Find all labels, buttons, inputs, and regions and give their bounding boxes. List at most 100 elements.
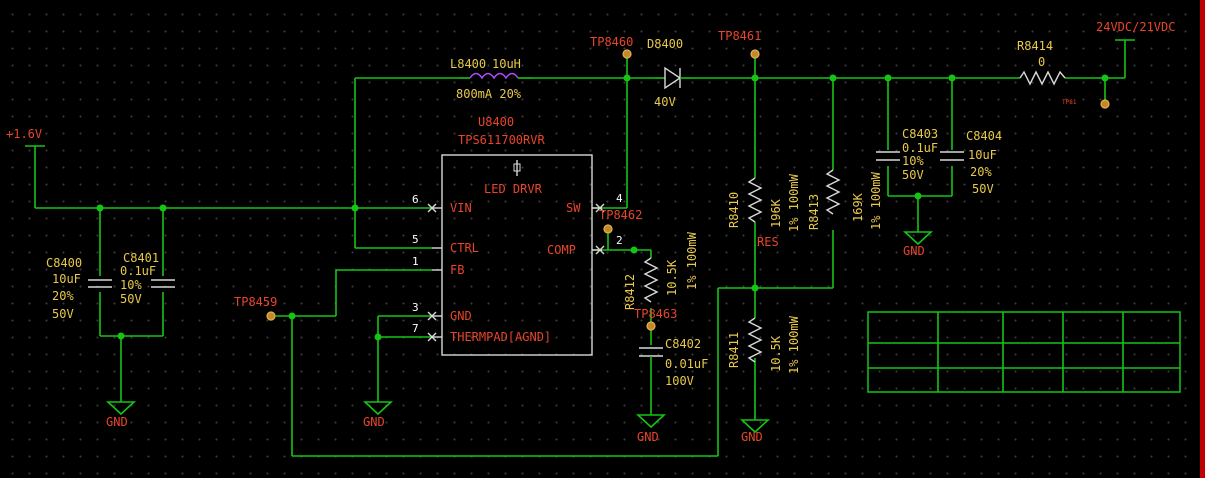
r8410-note: RES [757,235,779,249]
pin-num-fb: 1 [412,255,419,268]
pin-num-sw: 4 [616,192,623,205]
c8403-ref: C8403 [902,127,938,141]
r8414-value: 0 [1038,55,1045,69]
c8403-value: 0.1uF [902,141,938,155]
pin-name-thermpad: THERMPAD[AGND] [450,330,551,344]
c8402-voltage: 100V [665,374,694,388]
gnd-label-4: GND [741,430,763,444]
junctions [96,74,1109,341]
c8403-voltage: 50V [902,168,924,182]
pin-name-vin: VIN [450,201,472,215]
capacitor-c8400[interactable]: C8400 10uF 20% 50V [46,256,112,321]
pin-num-thermpad: 7 [412,322,419,335]
resistor-r8413[interactable]: R8413 169K 1% 100mW [807,169,883,230]
diode-voltage: 40V [654,95,676,109]
diode-d8400[interactable]: D8400 40V [647,37,690,109]
inductor-value: 10uH [492,57,521,71]
r8413-value: 169K [851,192,865,222]
testpoint-tp81[interactable]: TP81 [1062,99,1110,109]
pin-name-sw: SW [566,201,581,215]
r8414-ref: R8414 [1017,39,1053,53]
ic-part-number: TPS611700RVR [458,133,545,147]
vout-power-symbol: 24VDC/21VDC [1096,20,1175,41]
r8410-value: 196K [769,198,783,228]
r8411-ref: R8411 [727,332,741,368]
resistor-r8410[interactable]: R8410 196K 1% 100mW RES [727,173,801,249]
resistor-r8411[interactable]: R8411 10.5K 1% 100mW [727,315,801,374]
title-block-table [867,311,1181,393]
window-edge [1200,0,1205,478]
wires [35,40,1126,457]
diode-ref: D8400 [647,37,683,51]
pin-num-comp: 2 [616,234,623,247]
r8412-value: 10.5K [665,259,679,296]
c8401-ref: C8401 [123,251,159,265]
gnd-symbol-5: GND [902,231,934,258]
gnd-symbol-4: GND [739,419,771,444]
r8412-ref: R8412 [623,274,637,310]
inductor-rating: 800mA 20% [456,87,522,101]
r8411-spec: 1% 100mW [787,315,801,374]
testpoint-tp8459[interactable]: TP8459 [234,295,292,321]
testpoint-tp8461[interactable]: TP8461 [718,29,761,59]
pin-name-comp: COMP [547,243,576,257]
c8403-tolerance: 10% [902,154,924,168]
gnd-label-2: GND [363,415,385,429]
ic-function-label: LED DRVR [484,182,543,196]
pin-name-ctrl: CTRL [450,241,479,255]
capacitor-c8401[interactable]: C8401 0.1uF 10% 50V [120,251,175,306]
r8410-ref: R8410 [727,192,741,228]
tp8459-label: TP8459 [234,295,277,309]
gnd-label-1: GND [106,415,128,429]
resistor-r8414[interactable]: R8414 0 [1017,39,1066,86]
pin-num-gnd: 3 [412,301,419,314]
capacitor-c8404[interactable]: C8404 10uF 20% 50V [940,129,1002,196]
c8401-voltage: 50V [120,292,142,306]
c8400-ref: C8400 [46,256,82,270]
testpoint-tp8462[interactable]: TP8462 [599,208,642,250]
ic-u8400[interactable]: U8400 TPS611700RVR LED DRVR 6 5 1 3 7 4 … [412,115,623,356]
r8410-spec: 1% 100mW [787,173,801,232]
c8401-tolerance: 10% [120,278,142,292]
c8400-voltage: 50V [52,307,74,321]
c8400-tolerance: 20% [52,289,74,303]
vout-net-label: 24VDC/21VDC [1096,20,1175,34]
gnd-symbol-1: GND [105,401,137,429]
r8411-value: 10.5K [769,335,783,372]
pin-name-gnd: GND [450,309,472,323]
testpoint-tp8460[interactable]: TP8460 [590,35,633,59]
r8413-spec: 1% 100mW [869,171,883,230]
r8412-spec: 1% 100mW [685,231,699,290]
tp8461-label: TP8461 [718,29,761,43]
c8400-value: 10uF [52,272,81,286]
pin-num-ctrl: 5 [412,233,419,246]
c8401-value: 0.1uF [120,264,156,278]
c8404-voltage: 50V [972,182,994,196]
inductor-ref: L8400 [450,57,486,71]
tp8463-label: TP8463 [634,307,677,321]
inductor-l8400[interactable]: L8400 10uH 800mA 20% [450,57,532,101]
gnd-symbol-3: GND [635,414,667,444]
c8404-value: 10uF [968,148,997,162]
tp81-label: TP81 [1062,99,1077,106]
gnd-symbol-2: GND [362,401,394,429]
capacitor-c8403[interactable]: C8403 0.1uF 10% 50V [876,127,938,182]
testpoint-tp8463[interactable]: TP8463 [634,307,677,331]
capacitor-c8402[interactable]: C8402 0.01uF 100V [639,337,708,388]
ic-ref: U8400 [478,115,514,129]
gnd-label-3: GND [637,430,659,444]
gnd-label-5: GND [903,244,925,258]
pin-name-fb: FB [450,263,464,277]
c8402-ref: C8402 [665,337,701,351]
c8404-ref: C8404 [966,129,1002,143]
c8404-tolerance: 20% [970,165,992,179]
c8402-value: 0.01uF [665,357,708,371]
vin-power-symbol: +1.6V [6,127,45,208]
tp8460-label: TP8460 [590,35,633,49]
vin-net-label: +1.6V [6,127,42,141]
pin-num-vin: 6 [412,193,419,206]
tp8462-label: TP8462 [599,208,642,222]
resistor-r8412[interactable]: R8412 10.5K 1% 100mW [623,231,699,310]
